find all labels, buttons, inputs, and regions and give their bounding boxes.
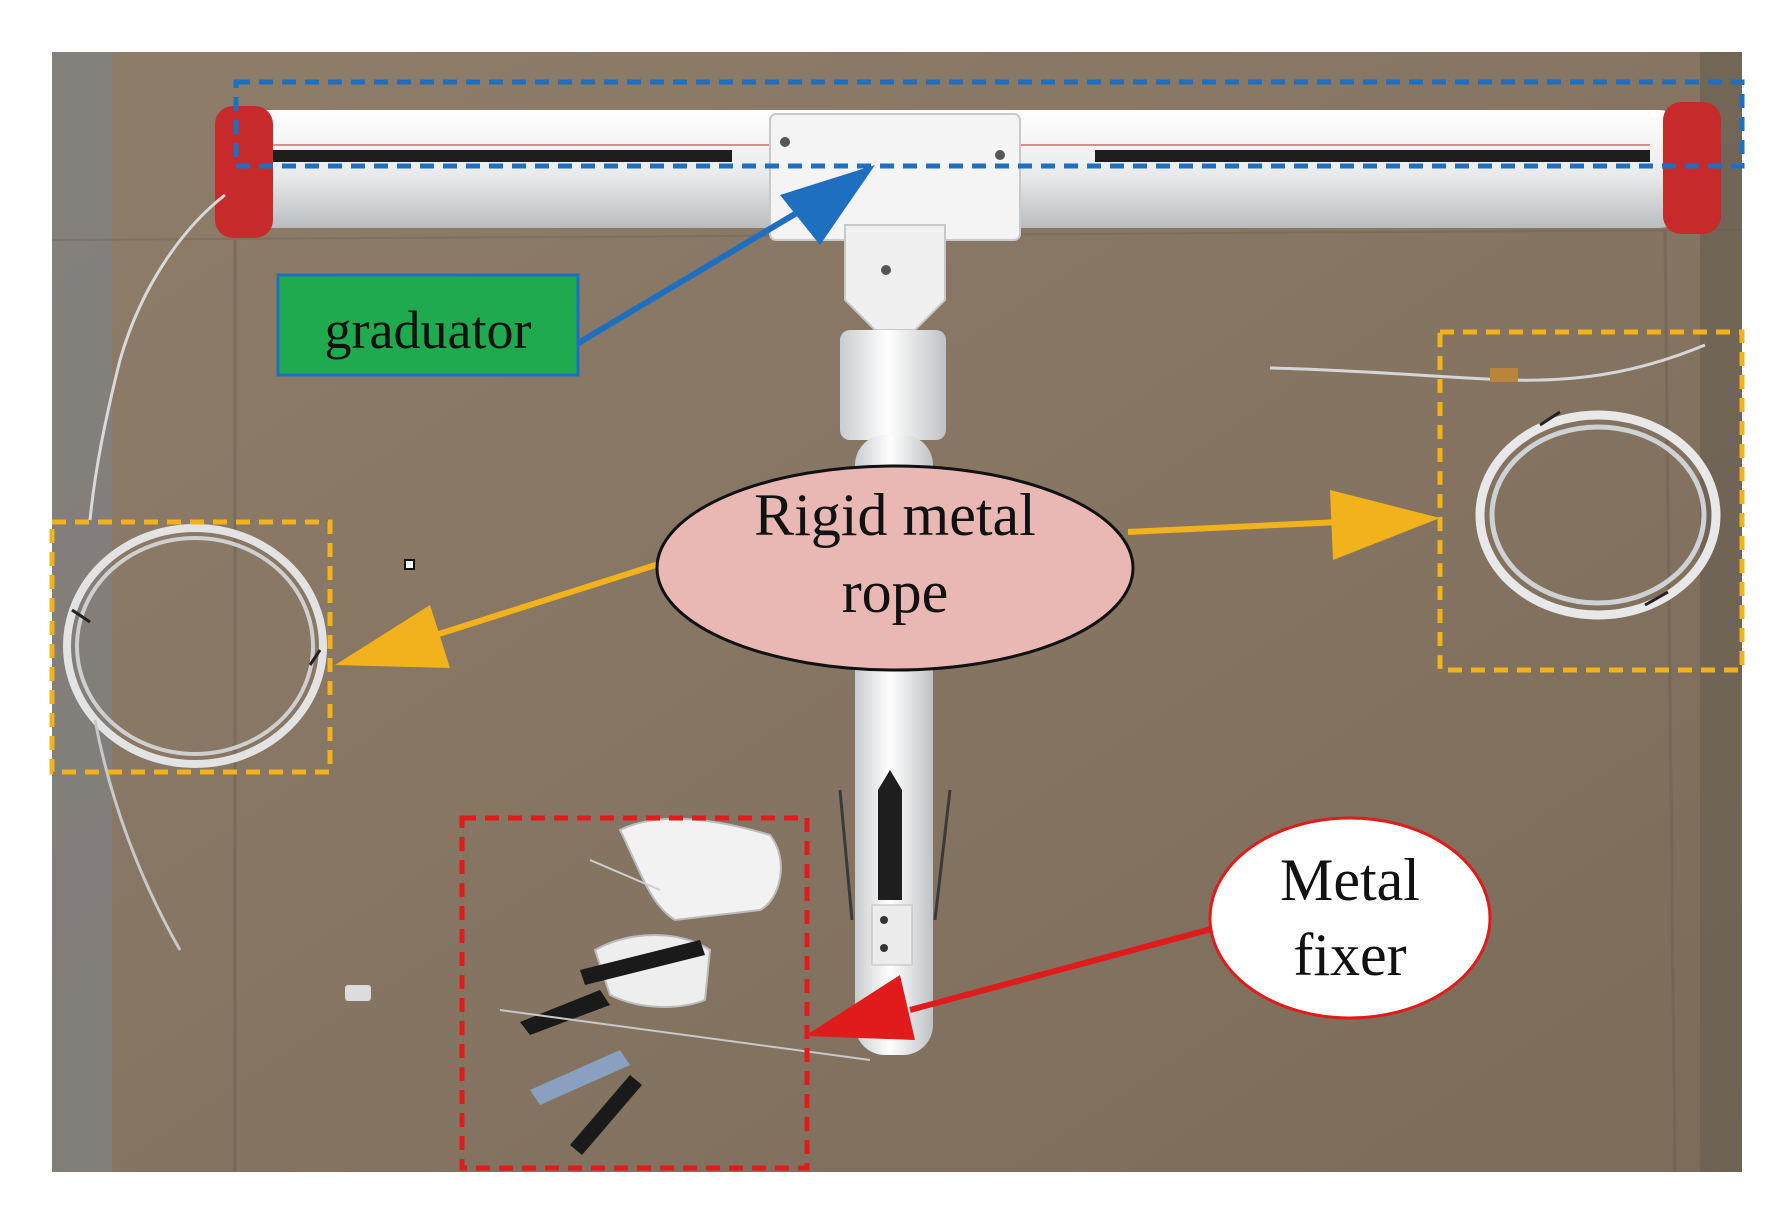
cardboard-seam [1663, 229, 1677, 1173]
right-rope-highlight-box [1437, 329, 1745, 673]
right-rope-coil [1269, 343, 1721, 620]
rope-arrow-left [335, 559, 666, 668]
floor-strip-right [1700, 52, 1742, 1172]
fixer-label-line1: Metal [1280, 847, 1420, 913]
fixer-label-line2: fixer [1293, 922, 1406, 988]
left-wire [88, 193, 226, 521]
end-cap-left [215, 106, 273, 238]
rope-label-line1: Rigid metal [754, 482, 1036, 548]
metal-fixer-parts [345, 817, 871, 1155]
graduator-arrow [573, 165, 875, 348]
fixer-highlight-box [459, 815, 810, 1171]
rope-arrow-right [1127, 490, 1440, 560]
graduator-highlight-box [233, 79, 1745, 169]
rope-label: Rigid metal rope [655, 464, 1135, 672]
graduator-label-text: graduator [325, 300, 532, 360]
rope-label-line2: rope [842, 559, 949, 625]
fixer-arrow [805, 925, 1216, 1040]
graduator-label: graduator [276, 273, 580, 377]
left-rope-coil [63, 524, 327, 951]
fixer-label: Metal fixer [1208, 816, 1492, 1020]
marker-square [404, 559, 415, 570]
left-rope-highlight-box [49, 519, 333, 775]
